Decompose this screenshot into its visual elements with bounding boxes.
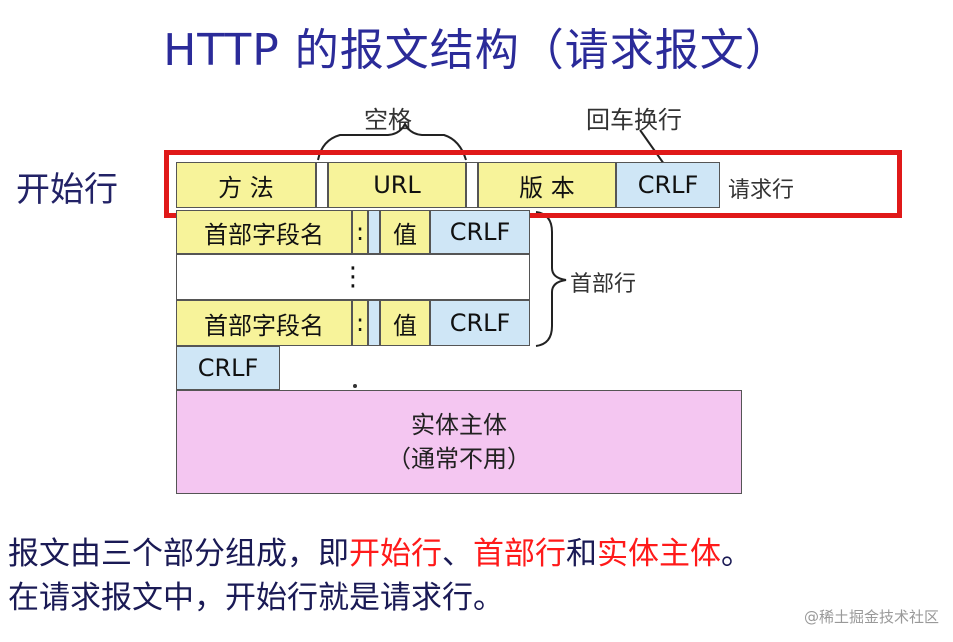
method-cell: 方 法 <box>176 162 316 208</box>
header-crlf-cell: CRLF <box>430 300 530 346</box>
description-part-entity-body: 实体主体 <box>597 536 721 572</box>
description-part-header-lines: 首部行 <box>473 536 566 572</box>
header-colon-cell: : <box>352 210 368 254</box>
space-cell <box>466 162 478 208</box>
header-lines-label: 首部行 <box>570 272 637 297</box>
description-sep: 和 <box>566 536 597 572</box>
start-line-highlight <box>164 150 902 218</box>
request-line-label: 请求行 <box>728 178 795 203</box>
header-field-name-cell: 首部字段名 <box>176 210 352 254</box>
header-value-cell: 值 <box>380 300 430 346</box>
description-line-1: 报文由三个部分组成，即开始行、首部行和实体主体。 <box>8 532 953 576</box>
entity-body-box: 实体主体 （通常不用） <box>176 390 742 494</box>
space-brace <box>317 121 467 161</box>
description-sep: 、 <box>442 536 473 572</box>
space-label: 空格 <box>364 106 412 134</box>
url-cell: URL <box>328 162 466 208</box>
header-field-name-cell: 首部字段名 <box>176 300 352 346</box>
request-crlf-cell: CRLF <box>616 162 720 208</box>
header-crlf-cell: CRLF <box>430 210 530 254</box>
header-brace <box>535 211 567 347</box>
space-cell <box>368 300 380 346</box>
crlf-leader <box>639 129 665 165</box>
space-cell <box>368 210 380 254</box>
empty-line-crlf-cell: CRLF <box>176 346 280 390</box>
description-prefix: 报文由三个部分组成，即 <box>8 536 349 572</box>
crlf-annotation-label: 回车换行 <box>586 106 682 134</box>
entity-body-title: 实体主体 <box>411 411 507 439</box>
description-end: 。 <box>721 536 752 572</box>
page-title: HTTP 的报文结构（请求报文） <box>163 25 790 76</box>
entity-body-note: （通常不用） <box>387 445 531 473</box>
separator-dot <box>353 384 357 388</box>
watermark-text: @稀土掘金技术社区 <box>803 608 939 626</box>
space-cell <box>316 162 328 208</box>
description-line-2: 在请求报文中，开始行就是请求行。 <box>8 580 504 616</box>
description-part-start-line: 开始行 <box>349 536 442 572</box>
header-ellipsis-row: ⋮ <box>176 254 530 300</box>
header-colon-cell: : <box>352 300 368 346</box>
start-line-label: 开始行 <box>16 170 118 210</box>
version-cell: 版 本 <box>478 162 616 208</box>
header-value-cell: 值 <box>380 210 430 254</box>
